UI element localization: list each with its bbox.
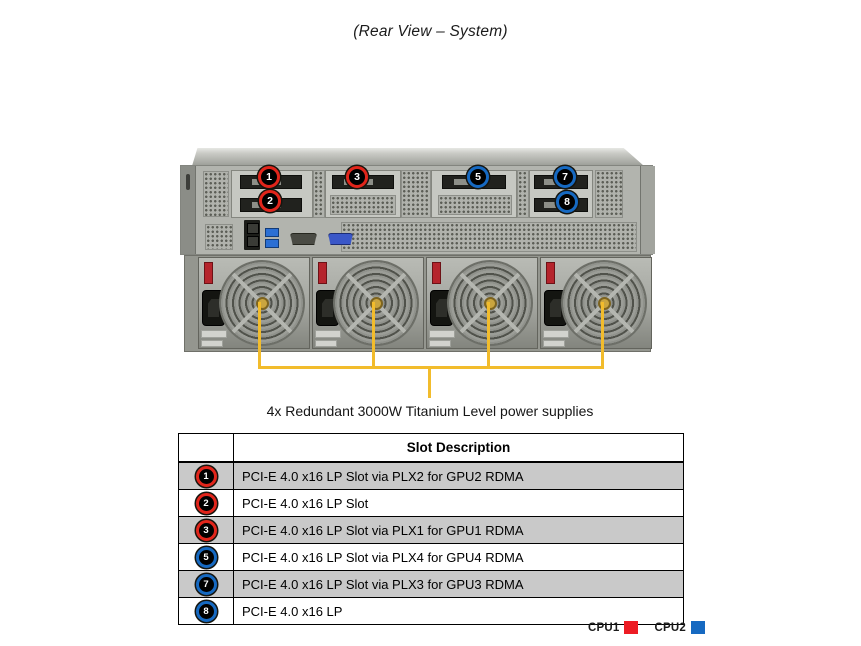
slot-description: PCI-E 4.0 x16 LP xyxy=(233,597,684,625)
pci-bay-3 xyxy=(325,170,401,218)
page-title: (Rear View – System) xyxy=(353,23,508,40)
cpu1-color-swatch xyxy=(624,621,639,634)
screw-slot xyxy=(186,174,190,190)
cpu-legend: CPU1 CPU2 xyxy=(588,621,705,634)
slot-description-header: Slot Description xyxy=(233,433,684,463)
psu-label xyxy=(315,330,341,338)
psu-module-4 xyxy=(540,257,652,349)
serial-port-icon xyxy=(290,233,317,245)
psu-leader-line xyxy=(428,366,431,398)
fan-hub xyxy=(597,296,611,310)
psu-label xyxy=(315,340,337,347)
bay-divider-mesh xyxy=(313,170,325,218)
server-rear-figure: 1 2 3 5 7 8 xyxy=(180,148,655,352)
rack-ear-left xyxy=(181,166,196,254)
rack-ear-right xyxy=(640,166,655,254)
fan-hub xyxy=(483,296,497,310)
slot-description: PCI-E 4.0 x16 LP Slot xyxy=(233,489,684,517)
callout-slot-3: 3 xyxy=(346,166,368,188)
table-row: 1 PCI-E 4.0 x16 LP Slot via PLX2 for GPU… xyxy=(178,461,684,490)
slot-description: PCI-E 4.0 x16 LP Slot via PLX4 for GPU4 … xyxy=(233,543,684,571)
psu-leader-line xyxy=(372,302,375,369)
legend-cpu2-label: CPU2 xyxy=(654,621,686,634)
cpu2-color-swatch xyxy=(690,621,705,634)
table-row: 7 PCI-E 4.0 x16 LP Slot via PLX3 for GPU… xyxy=(178,570,684,598)
table-row: 3 PCI-E 4.0 x16 LP Slot via PLX1 for GPU… xyxy=(178,516,684,544)
psu-label xyxy=(429,330,455,338)
vent-mesh xyxy=(595,170,623,218)
slot-callout-badge: 1 xyxy=(195,465,217,487)
callout-slot-2: 2 xyxy=(259,190,281,212)
vent-mesh xyxy=(438,195,512,215)
chassis-lid xyxy=(192,148,644,166)
psu-latch xyxy=(318,262,327,284)
legend-cpu1-label: CPU1 xyxy=(588,621,620,634)
psu-label xyxy=(201,340,223,347)
slot-callout-badge: 2 xyxy=(195,492,217,514)
callout-slot-7: 7 xyxy=(554,166,576,188)
slot-description: PCI-E 4.0 x16 LP Slot via PLX2 for GPU2 … xyxy=(233,461,684,490)
rear-io-panel xyxy=(180,165,655,255)
callout-slot-8: 8 xyxy=(556,191,578,213)
usb-port-icon xyxy=(265,239,279,248)
vent-mesh xyxy=(203,171,229,217)
psu-latch xyxy=(546,262,555,284)
slot-table: Slot Description 1 PCI-E 4.0 x16 LP Slot… xyxy=(178,433,684,625)
slot-description: PCI-E 4.0 x16 LP Slot via PLX3 for GPU3 … xyxy=(233,570,684,598)
psu-leader-line xyxy=(601,302,604,369)
callout-slot-1: 1 xyxy=(258,166,280,188)
table-row: 2 PCI-E 4.0 x16 LP Slot xyxy=(178,489,684,517)
psu-module-2 xyxy=(312,257,424,349)
psu-label xyxy=(543,340,565,347)
slot-number-header xyxy=(178,433,234,463)
slot-callout-badge: 7 xyxy=(195,573,217,595)
slot-callout-badge: 3 xyxy=(195,519,217,541)
psu-fan xyxy=(333,260,419,346)
psu-latch xyxy=(432,262,441,284)
vent-mesh xyxy=(205,224,233,250)
vga-port-icon xyxy=(328,233,353,245)
callout-slot-5: 5 xyxy=(467,166,489,188)
psu-module-1 xyxy=(198,257,310,349)
psu-label xyxy=(429,340,451,347)
psu-label xyxy=(201,330,227,338)
slot-description: PCI-E 4.0 x16 LP Slot via PLX1 for GPU1 … xyxy=(233,516,684,544)
psu-leader-line xyxy=(487,302,490,369)
slot-callout-badge: 5 xyxy=(195,546,217,568)
psu-caption: 4x Redundant 3000W Titanium Level power … xyxy=(266,403,594,419)
slot-callout-badge: 8 xyxy=(195,600,217,622)
psu-leader-line xyxy=(258,366,604,369)
ethernet-ports-icon xyxy=(244,220,260,250)
table-row: 5 PCI-E 4.0 x16 LP Slot via PLX4 for GPU… xyxy=(178,543,684,571)
vent-mesh xyxy=(341,222,637,252)
usb-port-icon xyxy=(265,228,279,237)
psu-module-3 xyxy=(426,257,538,349)
vent-mesh xyxy=(401,170,431,218)
psu-latch xyxy=(204,262,213,284)
bay-divider-mesh xyxy=(517,170,529,218)
psu-leader-line xyxy=(258,302,261,369)
vent-mesh xyxy=(330,195,396,215)
table-header-row: Slot Description xyxy=(178,433,684,463)
psu-label xyxy=(543,330,569,338)
table-row: 8 PCI-E 4.0 x16 LP xyxy=(178,597,684,625)
